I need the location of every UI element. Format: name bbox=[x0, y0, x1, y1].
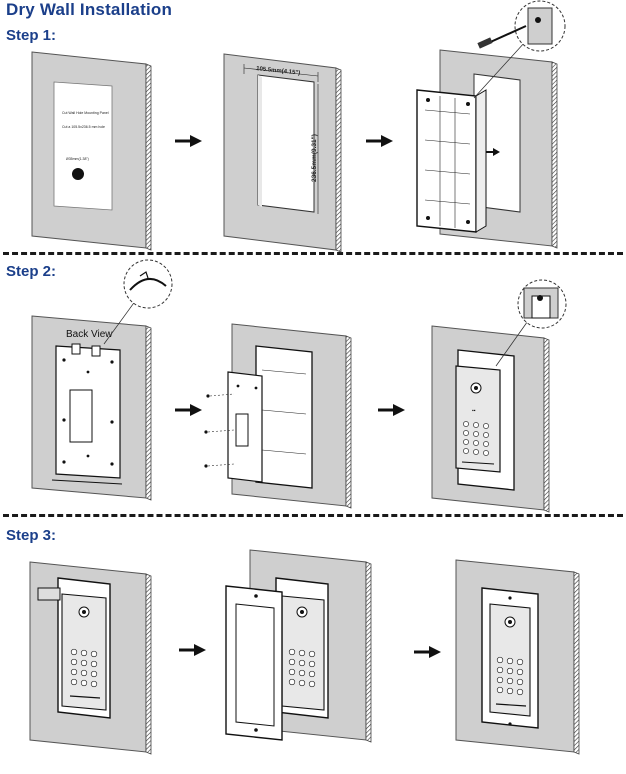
svg-text:▪▪: ▪▪ bbox=[472, 408, 476, 414]
magnifier-circle-icon bbox=[123, 259, 173, 309]
wall-panel-step3-c bbox=[455, 559, 580, 755]
wall-panel-step2-b bbox=[204, 323, 352, 509]
wall-panel-step1-c bbox=[416, 41, 558, 249]
section-divider-1 bbox=[3, 252, 623, 255]
wall-panel-step1-b: 105.5mm(4.15") 236.5mm(9.31") bbox=[223, 53, 342, 253]
template-line-2: Cut a 105.5x236.5 mm hole bbox=[62, 125, 105, 129]
template-line-3: Ø35mm(1.38") bbox=[66, 157, 89, 161]
wall-panel-step3-b bbox=[225, 549, 372, 743]
wall-panel-step1-a: Cut Wall Hole Mounting Panel Cut a 105.5… bbox=[31, 51, 152, 251]
page-title: Dry Wall Installation bbox=[6, 0, 173, 19]
right-arrow-icon bbox=[366, 135, 393, 147]
section-divider-2 bbox=[3, 514, 623, 517]
step-3-label: Step 3: bbox=[6, 527, 57, 544]
back-view-label: Back View bbox=[66, 329, 113, 340]
right-arrow-icon bbox=[414, 646, 441, 658]
step-1-label: Step 1: bbox=[6, 27, 57, 44]
magnifier-circle-icon bbox=[517, 279, 567, 329]
screwdriver-icon bbox=[477, 25, 527, 49]
height-dimension: 236.5mm(9.31") bbox=[311, 134, 318, 182]
width-dimension: 105.5mm(4.15") bbox=[256, 66, 301, 77]
wall-panel-step2-c: ▪▪ bbox=[431, 317, 550, 513]
wall-panel-step3-a bbox=[29, 561, 152, 755]
right-arrow-icon bbox=[179, 644, 206, 656]
magnifier-circle-icon bbox=[477, 0, 566, 52]
right-arrow-icon bbox=[378, 404, 405, 416]
wall-panel-step2-a: Back View bbox=[31, 299, 152, 501]
right-arrow-icon bbox=[175, 135, 202, 147]
hole-marker-icon bbox=[72, 168, 84, 180]
step-2-label: Step 2: bbox=[6, 263, 57, 280]
template-line-1: Cut Wall Hole Mounting Panel bbox=[62, 111, 109, 115]
right-arrow-icon bbox=[175, 404, 202, 416]
